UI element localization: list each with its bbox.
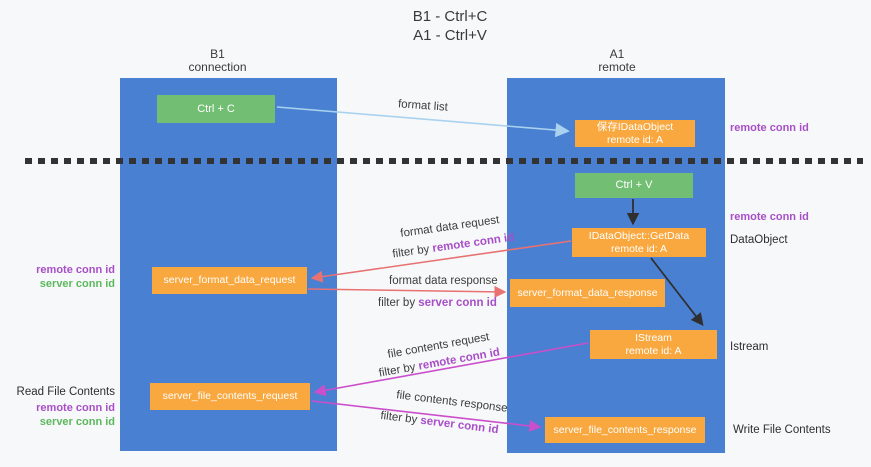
label-remote-conn-id-right-mid: remote conn id: [730, 211, 809, 223]
lane-header-a1: A1 remote: [507, 48, 727, 74]
node-ctrl-c-label: Ctrl + C: [197, 102, 235, 115]
arrow-format-data-response: [307, 285, 507, 298]
lane-b1-name: B1: [210, 47, 225, 61]
node-idataobject-getdata: IDataObject::GetData remote id: A: [572, 228, 706, 257]
label-read-file-contents: Read File Contents: [16, 386, 115, 398]
arrow-getdata-to-istream: [650, 257, 704, 326]
node-server-format-data-response: server_format_data_response: [510, 279, 665, 307]
arrow-format-list: [276, 106, 570, 138]
dashed-separator: [25, 158, 863, 164]
node-save-idataobject-line2: remote id: A: [606, 133, 664, 146]
node-ctrl-v-label: Ctrl + V: [615, 179, 653, 191]
lane-header-b1: B1 connection: [120, 48, 315, 74]
diagram-title: B1 - Ctrl+C A1 - Ctrl+V: [300, 7, 600, 45]
edge-label-format-data-response: format data response: [389, 275, 498, 287]
arrow-file-contents-response: [311, 400, 542, 432]
lane-b1-subtitle: connection: [188, 60, 247, 74]
node-server-file-contents-response: server_file_contents_response: [545, 417, 705, 443]
label-istream: Istream: [730, 341, 769, 353]
arrow-format-data-request: [310, 240, 572, 283]
node-istream-line1: IStream: [635, 331, 672, 344]
lane-a1-name: A1: [609, 47, 625, 61]
label-group-conn-ids-top: remote conn id server conn id: [5, 263, 115, 291]
node-save-idataobject: 保存IDataObject remote id: A: [575, 120, 695, 147]
server-conn-id-text: server conn id: [418, 297, 497, 309]
filter-by-text: filter by: [378, 297, 419, 309]
node-server-file-contents-request: server_file_contents_request: [150, 383, 310, 410]
node-istream: IStream remote id: A: [590, 330, 717, 359]
title-line-2: A1 - Ctrl+V: [413, 27, 487, 44]
node-getdata-line2: remote id: A: [610, 242, 668, 255]
label-remote-conn-id-right-top: remote conn id: [730, 122, 809, 134]
node-file-response-label: server_file_contents_response: [553, 423, 697, 436]
node-file-request-label: server_file_contents_request: [162, 390, 298, 402]
edge-label-filter-server-1: filter by server conn id: [378, 297, 497, 309]
lane-a1-subtitle: remote: [598, 60, 636, 74]
node-istream-line2: remote id: A: [625, 344, 682, 357]
label-server-conn-id-left-bottom: server conn id: [39, 416, 115, 428]
node-format-response-label: server_format_data_response: [517, 286, 658, 299]
node-ctrl-c: Ctrl + C: [157, 95, 275, 123]
node-ctrl-v: Ctrl + V: [575, 173, 693, 198]
node-server-format-data-request: server_format_data_request: [152, 267, 307, 294]
label-remote-conn-id-left-bottom: remote conn id: [36, 402, 115, 414]
label-write-file-contents: Write File Contents: [733, 424, 831, 436]
label-group-conn-ids-bottom: remote conn id server conn id: [5, 401, 115, 429]
label-server-conn-id-left-top: server conn id: [39, 278, 115, 290]
node-save-idataobject-line1: 保存IDataObject: [596, 120, 674, 133]
label-dataobject: DataObject: [730, 234, 788, 246]
arrow-file-contents-request: [313, 342, 589, 397]
node-getdata-line1: IDataObject::GetData: [588, 229, 690, 242]
node-format-request-label: server_format_data_request: [163, 274, 296, 286]
title-line-1: B1 - Ctrl+C: [412, 8, 488, 25]
label-remote-conn-id-left-top: remote conn id: [36, 264, 115, 276]
